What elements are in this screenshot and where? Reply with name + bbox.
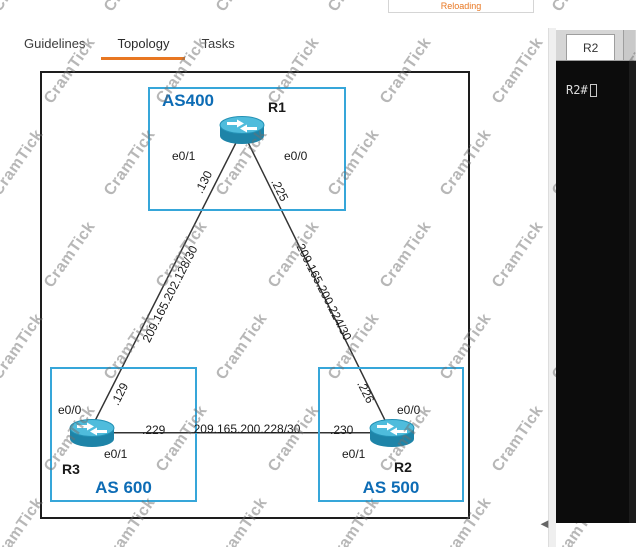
terminal-cursor [590, 84, 597, 97]
router-r3-icon[interactable] [69, 418, 115, 448]
r1-interface-e00-label: e0/0 [284, 149, 307, 163]
r3-interface-e00-label: e0/0 [58, 403, 81, 417]
collapse-left-icon[interactable]: ◄ [538, 516, 551, 531]
terminal-scrollbar[interactable] [629, 61, 636, 523]
router-r2-label: R2 [394, 459, 412, 475]
main-tab-bar: Guidelines Topology Tasks [0, 28, 545, 60]
as400-label: AS400 [162, 91, 214, 111]
tab-topology[interactable]: Topology [101, 29, 185, 60]
as600-label: AS 600 [52, 478, 195, 498]
terminal-tab-partial[interactable] [623, 30, 635, 60]
link-r3-r2-end-b-label: .230 [330, 423, 353, 437]
terminal-tab-bar: R2 [556, 30, 636, 61]
link-r3-r2-subnet-label: 209.165.200.228/30 [182, 422, 312, 436]
tab-tasks[interactable]: Tasks [185, 29, 250, 60]
r3-interface-e01-label: e0/1 [104, 447, 127, 461]
terminal-prompt: R2# [566, 83, 588, 97]
router-r2-icon[interactable] [369, 418, 415, 448]
router-r3-label: R3 [62, 461, 80, 477]
topology-diagram: AS400 AS 600 AS 500 R1 e0/1 e0/0 .130 .2… [40, 71, 470, 519]
r2-interface-e01-label: e0/1 [342, 447, 365, 461]
tab-guidelines[interactable]: Guidelines [8, 29, 101, 60]
terminal-console[interactable]: R2# [556, 61, 636, 523]
as500-label: AS 500 [320, 478, 462, 498]
link-r3-r2-end-a-label: .229 [142, 423, 165, 437]
r2-interface-e00-label: e0/0 [397, 403, 420, 417]
cut-off-dialog-fragment: Reloading [388, 0, 534, 13]
terminal-tab-r2[interactable]: R2 [566, 34, 615, 60]
router-r1-label: R1 [268, 99, 286, 115]
panel-divider[interactable] [548, 28, 556, 547]
r1-interface-e01-label: e0/1 [172, 149, 195, 163]
router-r1-icon[interactable] [219, 115, 265, 145]
